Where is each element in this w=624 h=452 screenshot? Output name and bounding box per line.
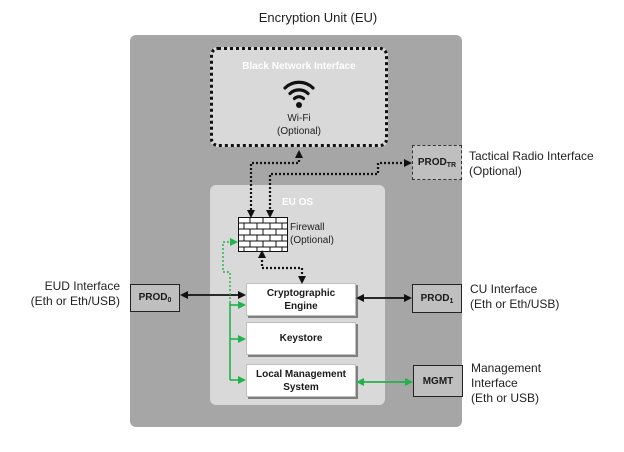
lms-to-firewall-mgmt-link (222, 238, 238, 303)
tactical-radio-interface-label: Tactical Radio Interface (Optional) (469, 149, 594, 179)
wifi-label-line2: (Optional) (277, 126, 321, 137)
diagram-title: Encryption Unit (EU) (258, 10, 378, 25)
cu-label-line2: (Eth or Eth/USB) (470, 297, 560, 311)
keystore-module: Keystore (246, 322, 356, 355)
module-label-line2: System (283, 381, 319, 393)
firewall-label-line1: Firewall (290, 222, 325, 233)
mgmt-label-line1: Management (471, 361, 542, 375)
module-label-line1: Keystore (279, 333, 323, 344)
management-interface-label: Management Interface (Eth or USB) (471, 361, 541, 406)
prodtr-label: PRODTR (417, 156, 457, 169)
mgmt-label-line2: Interface (471, 376, 518, 390)
wifi-label-line1: Wi-Fi (287, 113, 311, 124)
eud-interface-label: EUD Interface (Eth or Eth/USB) (20, 279, 120, 309)
module-label-line2: Engine (284, 300, 318, 312)
firewall-label-line2: (Optional) (290, 235, 334, 246)
eud-label-line2: (Eth or Eth/USB) (30, 294, 120, 308)
module-label-line1: Cryptographic (266, 287, 336, 299)
prod0-port: PROD0 (130, 284, 180, 312)
black-network-interface-title: Black Network Interface (242, 61, 356, 72)
wifi-label: Wi-Fi (Optional) (210, 112, 388, 138)
wifi-icon (283, 80, 315, 108)
tactical-label-line1: Tactical Radio Interface (469, 149, 594, 163)
prod1-port: PROD1 (412, 284, 462, 313)
cu-interface-label: CU Interface (Eth or Eth/USB) (470, 282, 559, 312)
firewall-label: Firewall (Optional) (290, 221, 334, 247)
eud-label-line1: EUD Interface (44, 279, 120, 293)
prod1-label: PROD1 (420, 292, 454, 305)
module-label-line1: Local Management (255, 368, 347, 380)
prodtr-to-firewall-link (266, 159, 412, 218)
prodtr-port: PRODTR (412, 145, 462, 180)
firewall-to-crypto-link (258, 250, 306, 284)
mgmt-label-line3: (Eth or USB) (471, 391, 540, 405)
wifi-to-firewall-link (247, 150, 303, 218)
tactical-label-line2: (Optional) (469, 164, 522, 178)
mgmt-port: MGMT (413, 365, 463, 397)
mgmt-label: MGMT (422, 375, 454, 387)
prod0-label: PROD0 (138, 292, 172, 304)
cu-label-line1: CU Interface (470, 282, 538, 296)
